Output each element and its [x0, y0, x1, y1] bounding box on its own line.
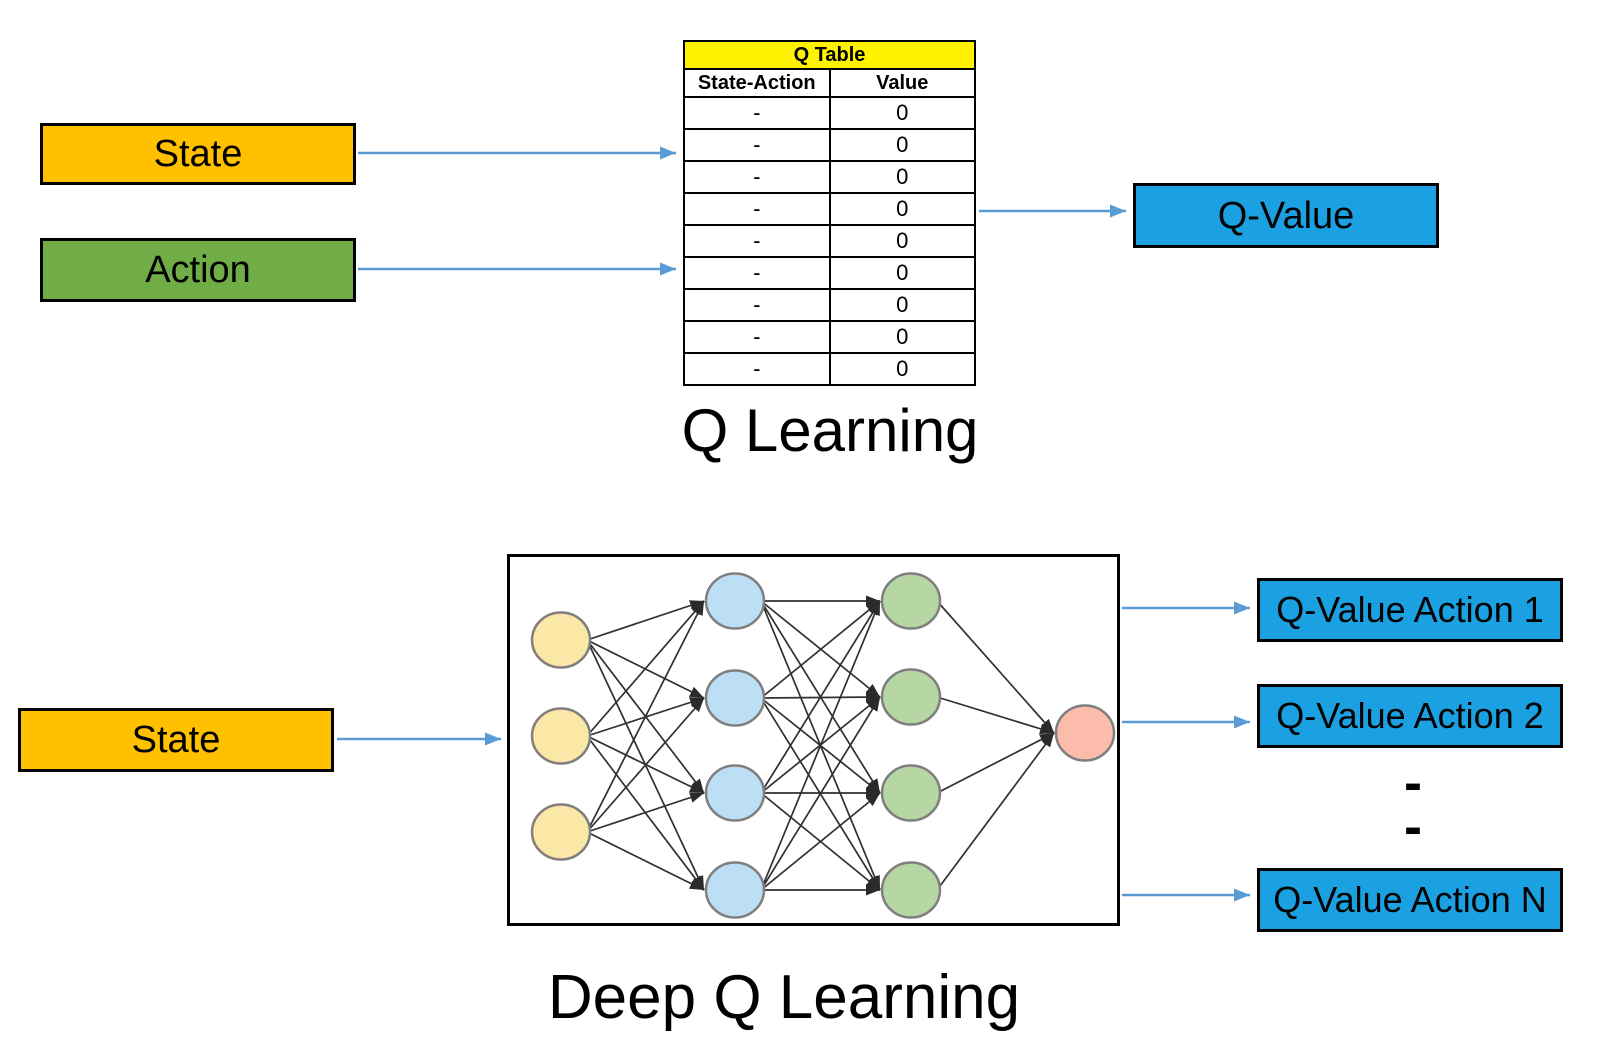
q-learning-title: Q Learning — [681, 397, 979, 464]
q-value-action-2-box: Q-Value Action 2 — [1257, 684, 1563, 748]
ellipsis-dash: - — [1404, 753, 1422, 813]
q-table-cell: 0 — [828, 96, 976, 130]
q-table-row: -0 — [683, 160, 976, 194]
q-table-title: Q Table — [683, 40, 976, 70]
state-box: State — [40, 123, 356, 185]
q-table-cell: - — [683, 128, 831, 162]
state-box-deep-q-label: State — [131, 719, 221, 761]
q-table-row: -0 — [683, 96, 976, 130]
state-box-label: State — [153, 133, 243, 175]
q-table-cell: - — [683, 192, 831, 226]
q-table-cell: 0 — [828, 256, 976, 290]
q-table-cell: - — [683, 224, 831, 258]
q-table-row: -0 — [683, 224, 976, 258]
q-value-action-2-label: Q-Value Action 2 — [1276, 695, 1544, 736]
q-table-cell: 0 — [828, 192, 976, 226]
q-table-header-state-action: State-Action — [683, 68, 831, 98]
neural-network-frame — [507, 554, 1120, 926]
state-box-deep-q: State — [18, 708, 334, 772]
q-table-cell: 0 — [828, 320, 976, 354]
q-value-action-n-label: Q-Value Action N — [1273, 879, 1547, 920]
q-table-header-value: Value — [828, 68, 976, 98]
q-table-cell: 0 — [828, 288, 976, 322]
q-value-box: Q-Value — [1133, 183, 1439, 248]
q-value-action-1-box: Q-Value Action 1 — [1257, 578, 1563, 642]
q-table-cell: - — [683, 256, 831, 290]
q-table-cell: 0 — [828, 352, 976, 386]
q-table-row: -0 — [683, 256, 976, 290]
q-table-cell: - — [683, 320, 831, 354]
action-box: Action — [40, 238, 356, 302]
q-value-action-1-label: Q-Value Action 1 — [1276, 589, 1544, 630]
q-table-title-row: Q Table — [683, 40, 976, 70]
q-table-cell: - — [683, 352, 831, 386]
q-value-box-label: Q-Value — [1217, 194, 1355, 237]
action-box-label: Action — [145, 249, 251, 291]
q-table-row: -0 — [683, 352, 976, 386]
q-table-cell: 0 — [828, 160, 976, 194]
q-table-cell: 0 — [828, 224, 976, 258]
q-table-cell: - — [683, 160, 831, 194]
q-table-row: -0 — [683, 192, 976, 226]
q-table: Q Table State-Action Value -0-0-0-0-0-0-… — [683, 40, 976, 386]
q-table-cell: 0 — [828, 128, 976, 162]
q-table-header-row: State-Action Value — [683, 68, 976, 98]
q-table-row: -0 — [683, 128, 976, 162]
q-value-action-n-box: Q-Value Action N — [1257, 868, 1563, 932]
deep-q-learning-title: Deep Q Learning — [547, 963, 1021, 1032]
q-table-row: -0 — [683, 288, 976, 322]
q-table-cell: - — [683, 288, 831, 322]
q-table-cell: - — [683, 96, 831, 130]
ellipsis-dash: - — [1404, 797, 1422, 857]
q-table-row: -0 — [683, 320, 976, 354]
